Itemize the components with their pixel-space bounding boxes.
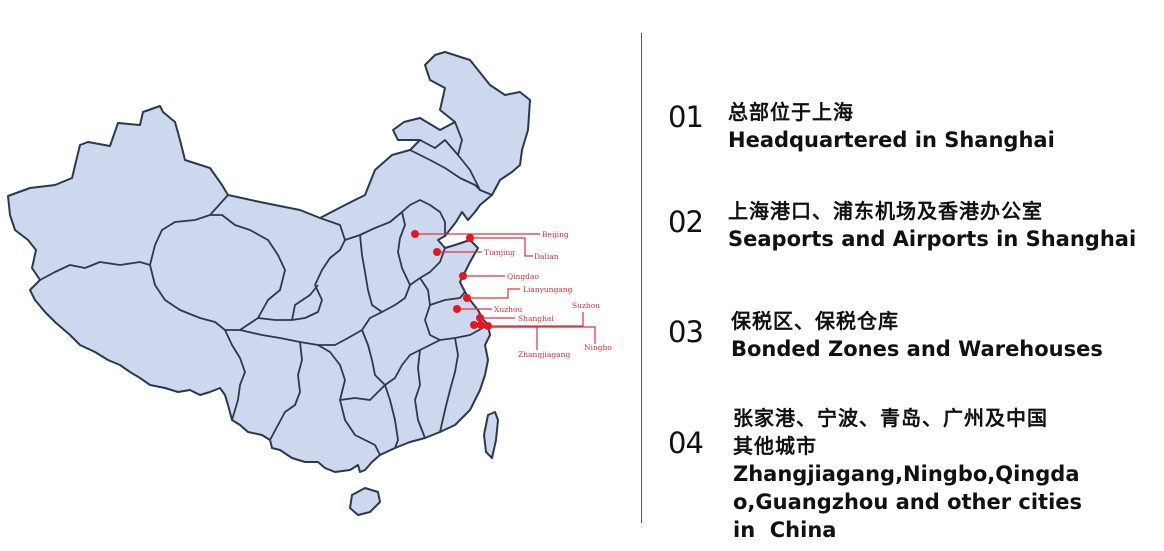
item-title-cn-line2: 其他城市: [733, 434, 817, 458]
marker-zhangjiagang: [470, 321, 478, 329]
city-label-beijing: Beijing: [542, 230, 569, 239]
city-label-lianyungang: Lianyungang: [523, 285, 573, 294]
item-title-en: Bonded Zones and Warehouses: [731, 337, 1103, 361]
item-title-cn: 总部位于上海: [728, 100, 854, 124]
hainan-island: [349, 487, 381, 516]
item-title-cn-line1: 张家港、宁波、青岛、广州及中国: [733, 406, 1048, 430]
china-map-graphic: [7, 51, 596, 516]
item-title-cn: 上海港口、浦东机场及香港办公室: [728, 199, 1043, 223]
marker-dalian: [466, 234, 474, 242]
city-label-zhangjiagang: Zhangjiagang: [518, 350, 571, 359]
item-title-cn: 保税区、保税仓库: [731, 309, 899, 333]
marker-suzhou: [477, 321, 485, 329]
province-borders: [39, 121, 493, 456]
taiwan-island: [483, 411, 499, 459]
marker-qingdao: [459, 272, 467, 280]
leader-lines: [415, 233, 596, 350]
marker-beijing: [411, 230, 419, 238]
marker-shanghai: [476, 314, 484, 322]
vertical-divider: [641, 33, 642, 523]
item-title-en-line1: Zhangjiagang,Ningbo,Qingda: [733, 462, 1080, 486]
item-number: 04: [668, 426, 704, 460]
item-title-en: Seaports and Airports in Shanghai: [728, 227, 1137, 251]
marker-tianjing: [433, 248, 441, 256]
city-label-tianjing: Tianjing: [484, 248, 516, 257]
item-number: 01: [668, 100, 704, 134]
city-label-xuzhou: Xuzhou: [494, 305, 523, 314]
item-number: 02: [668, 205, 704, 239]
mainland-outline: [7, 51, 531, 473]
city-label-ningbo: Ningbo: [584, 343, 612, 352]
item-title-en-line3: in China: [733, 518, 837, 542]
city-label-suzhou: Suzhou: [572, 301, 601, 310]
item-text: 总部位于上海 Headquartered in Shanghai: [728, 98, 1055, 154]
item-title-en-line2: o,Guangzhou and other cities: [733, 490, 1083, 514]
marker-lianyungang: [463, 294, 471, 302]
city-label-qingdao: Qingdao: [507, 272, 539, 281]
item-text: 保税区、保税仓库 Bonded Zones and Warehouses: [731, 307, 1103, 363]
city-label-dalian: Dalian: [534, 252, 559, 261]
item-text: 张家港、宁波、青岛、广州及中国 其他城市 Zhangjiagang,Ningbo…: [733, 404, 1082, 544]
marker-ningbo: [484, 322, 492, 330]
item-text: 上海港口、浦东机场及香港办公室 Seaports and Airports in…: [728, 197, 1136, 253]
city-markers: [411, 230, 492, 330]
item-title-en: Headquartered in Shanghai: [728, 128, 1055, 152]
china-map: Beijing Dalian Tianjing Qingdao Lianyung…: [7, 51, 612, 516]
marker-xuzhou: [453, 305, 461, 313]
item-number: 03: [668, 315, 704, 349]
city-label-shanghai: Shanghai: [518, 314, 554, 323]
